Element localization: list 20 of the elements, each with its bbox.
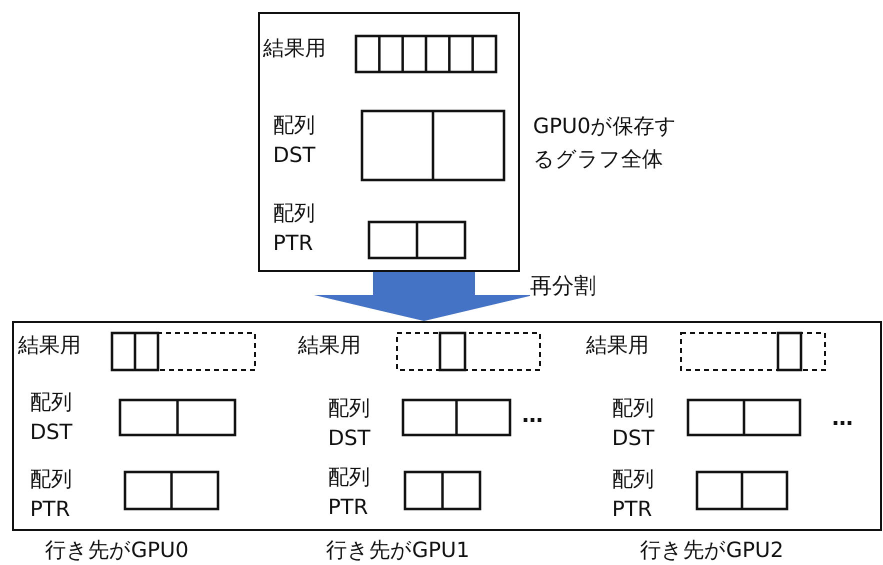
box-outline [12, 321, 882, 531]
array-label: 配列 DST [30, 389, 74, 446]
ellipsis-text: … [522, 402, 543, 429]
label-text: 結果用 [263, 35, 326, 62]
caption-text: GPU0が保存するグラフ全体 [533, 113, 678, 173]
array-label: 配列 PTR [612, 466, 655, 523]
array-label: 配列 DST [612, 395, 656, 452]
caption-text: 行き先がGPU2 [640, 537, 785, 564]
label-text: 結果用 [298, 332, 361, 359]
array-label: 配列 PTR [328, 464, 371, 521]
array-label: 配列 PTR [273, 200, 316, 257]
label-text: 結果用 [18, 332, 81, 359]
label-text: 結果用 [586, 332, 649, 359]
caption-text: 行き先がGPU0 [45, 537, 190, 564]
ellipsis-text: … [832, 405, 853, 432]
caption-text: 行き先がGPU1 [326, 537, 471, 564]
array-label: 配列 PTR [30, 466, 73, 523]
box-outline [258, 12, 520, 272]
array-label: 配列 DST [328, 395, 372, 452]
array-label: 配列 DST [273, 112, 316, 169]
